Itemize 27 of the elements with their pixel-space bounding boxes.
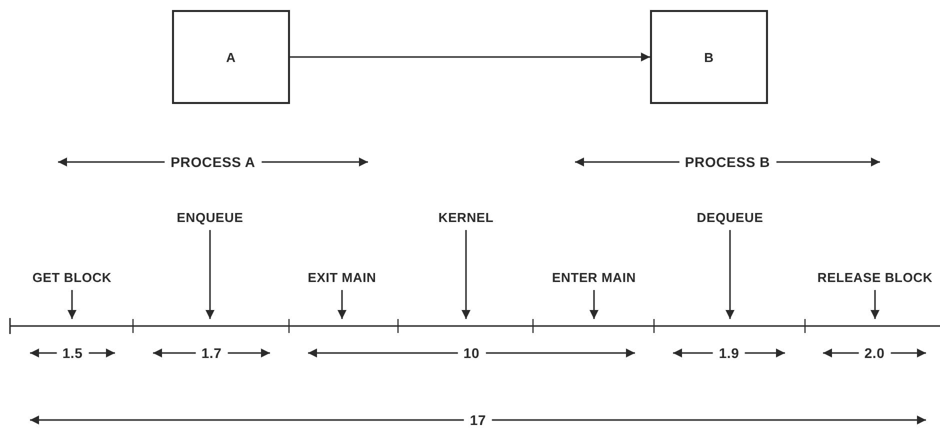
dimension-label: 17 (464, 412, 492, 428)
dimension-label: PROCESS B (678, 154, 776, 170)
arrow (726, 230, 734, 319)
arrow (590, 290, 598, 319)
arrow (870, 290, 880, 319)
node-label: KERNEL (438, 209, 494, 226)
node-label: GET BLOCK (32, 269, 112, 286)
dimension-label: PROCESS A (164, 154, 262, 170)
process-box (650, 10, 768, 104)
dimension-label: 10 (457, 345, 486, 361)
node-label: RELEASE BLOCK (817, 269, 933, 286)
process-box (172, 10, 290, 104)
node-label: ENTER MAIN (552, 269, 636, 286)
dimension-label: 2.0 (858, 345, 891, 361)
arrow (338, 290, 346, 319)
dimension-label: 1.7 (195, 345, 228, 361)
arrow (290, 52, 650, 62)
node-label: EXIT MAIN (308, 269, 376, 286)
node-label: B (704, 48, 714, 66)
node-label: ENQUEUE (176, 209, 244, 226)
dimension-label: 1.5 (56, 345, 89, 361)
arrow (462, 230, 470, 319)
dimension-label: 1.9 (712, 345, 746, 361)
node-label: A (226, 48, 236, 66)
arrow (206, 230, 214, 319)
node-label: DEQUEUE (696, 209, 764, 226)
arrow (68, 290, 76, 319)
